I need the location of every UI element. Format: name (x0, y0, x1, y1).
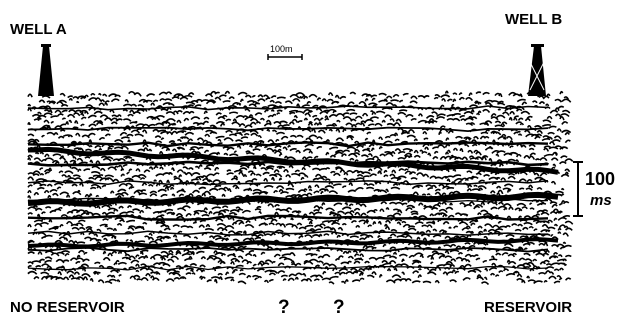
scale-bar (267, 54, 303, 60)
well-a-label: WELL A (10, 21, 67, 38)
horizontal-scale-label: 100m (270, 44, 293, 54)
reflector-lower (27, 237, 559, 249)
strong-reflectors (27, 146, 559, 249)
time-scale-bracket (573, 161, 583, 217)
bedding-layer (27, 180, 549, 186)
well-b-derrick-icon (528, 44, 546, 96)
seismic-wiggle-traces (27, 90, 574, 286)
bedding-layer (27, 214, 549, 221)
time-scale-unit: ms (590, 192, 612, 209)
well-b-label: WELL B (505, 11, 563, 28)
reflector-middle (27, 191, 559, 207)
bedding-layer (27, 246, 549, 253)
bedding-layer (27, 105, 549, 111)
question-mark-1: ? (278, 297, 290, 318)
time-scale-value: 100 (585, 169, 616, 189)
bedding-layer (27, 230, 549, 236)
seismic-section (27, 90, 574, 286)
well-a-derrick-icon (38, 44, 54, 96)
reflector-upper (27, 146, 559, 175)
bedding-layer (27, 265, 549, 271)
reservoir-label: RESERVOIR (484, 299, 573, 316)
question-mark-2: ? (333, 297, 345, 318)
bedding-layer (27, 126, 549, 133)
no-reservoir-label: NO RESERVOIR (10, 299, 125, 316)
bedding-layer (27, 141, 549, 148)
